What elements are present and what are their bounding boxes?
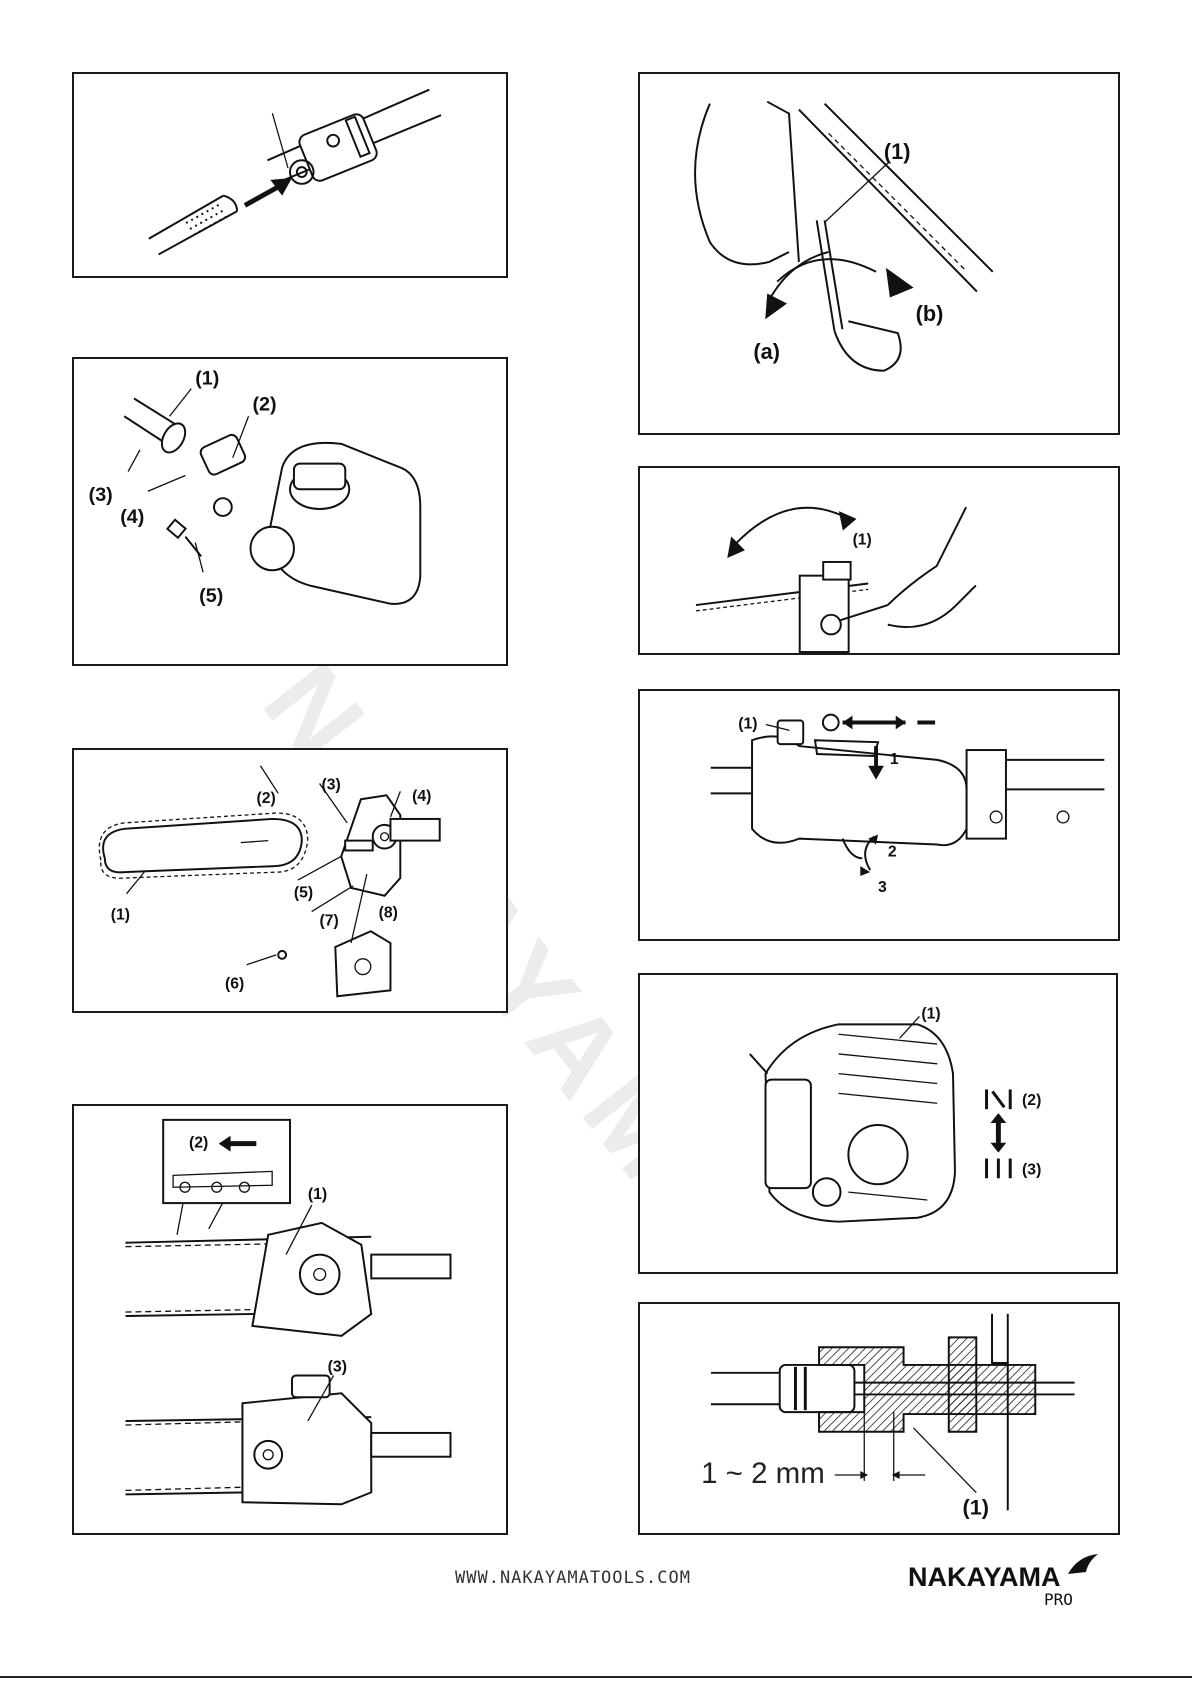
label-1: (1) (308, 1186, 327, 1203)
figure-chain-parts: (1) (2) (3) (4) (5) (6) (7) (8) (72, 748, 508, 1013)
brand-name: NAKAYAMA (908, 1562, 1061, 1593)
figure-chain-tension: (1) (a) (b) (638, 72, 1120, 435)
label-6: (6) (225, 975, 244, 992)
label-1: (1) (963, 1494, 989, 1519)
bar-nut-illustration (696, 507, 976, 652)
logo-mark-icon (1064, 1550, 1104, 1580)
label-b: (b) (916, 301, 944, 326)
chain-detail-inset (163, 1120, 290, 1235)
label-1: (1) (884, 139, 911, 164)
bottom-rule (0, 1676, 1192, 1678)
figure-switch-throttle: (1) 1 2 3 (638, 689, 1120, 941)
figure-choke: (1) (2) (3) (638, 973, 1118, 1274)
brand-logo: NAKAYAMA PRO (908, 1556, 1108, 1612)
callout-line (825, 163, 888, 222)
label-3: (3) (1022, 1161, 1041, 1178)
gearbox-illustration (124, 398, 420, 603)
gap-measurement: 1 ~ 2 mm (701, 1457, 825, 1490)
figure-chain-install: (2) (1) (3) (72, 1104, 508, 1535)
throttle-step-3: 3 (878, 879, 887, 896)
label-a: (a) (753, 339, 780, 364)
chain-installed-top (126, 1205, 451, 1336)
throttle-step-2: 2 (888, 843, 897, 860)
label-4: (4) (412, 788, 431, 805)
figure-cable-adjust: 1 ~ 2 mm (1) (638, 1302, 1120, 1535)
callout-lines (128, 389, 248, 573)
figure-bar-nut: (1) (638, 466, 1120, 655)
switch-indicator (823, 715, 935, 731)
label-5: (5) (294, 885, 313, 902)
label-3: (3) (328, 1359, 347, 1376)
choke-symbols (987, 1089, 1011, 1178)
shaft-illustration (149, 90, 441, 255)
label-1: (1) (921, 1005, 940, 1022)
brand-sub: PRO (1044, 1590, 1073, 1609)
figure-shaft-assembly: (1) (2) (3) (4) (5) (72, 357, 508, 666)
label-5: (5) (199, 585, 223, 607)
label-1: (1) (738, 715, 757, 732)
label-2: (2) (1022, 1092, 1041, 1109)
tension-illustration (695, 102, 993, 371)
figure-shaft-insert (72, 72, 508, 278)
label-2: (2) (252, 393, 276, 415)
chain-installed-bottom (126, 1375, 451, 1504)
handle-illustration (711, 721, 1105, 859)
engine-illustration (750, 1024, 955, 1221)
label-1: (1) (853, 531, 872, 548)
label-3: (3) (322, 776, 341, 793)
label-7: (7) (320, 912, 339, 929)
label-1: (1) (111, 906, 130, 923)
label-2: (2) (189, 1135, 208, 1152)
throttle-step-1: 1 (890, 751, 899, 768)
label-3: (3) (89, 484, 113, 506)
label-1: (1) (195, 368, 219, 390)
label-4: (4) (120, 506, 144, 528)
chain-parts-illustration (99, 795, 439, 996)
footer-url: WWW.NAKAYAMATOOLS.COM (455, 1568, 691, 1588)
label-8: (8) (379, 904, 398, 921)
label-2: (2) (257, 790, 276, 807)
